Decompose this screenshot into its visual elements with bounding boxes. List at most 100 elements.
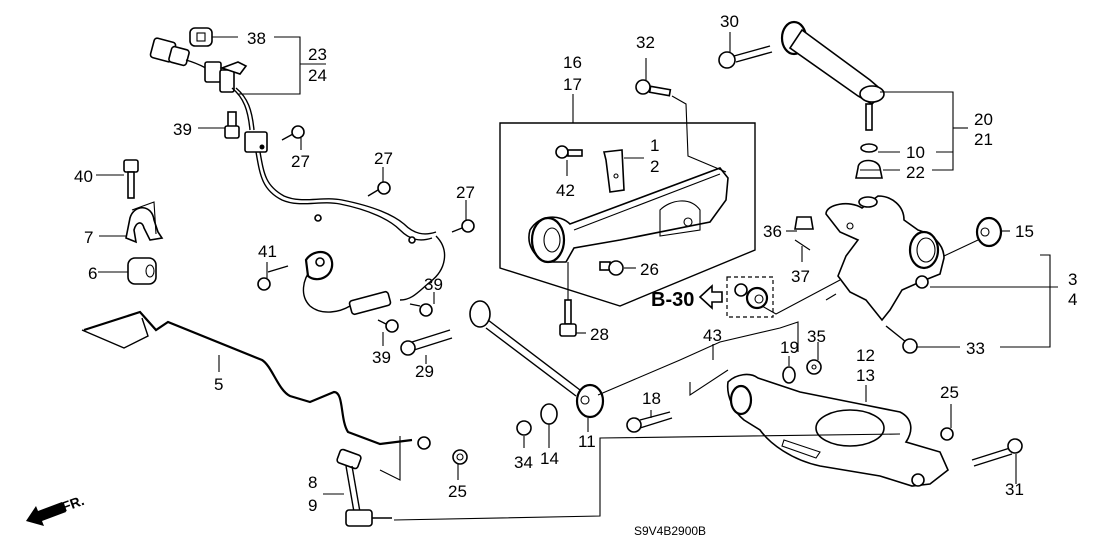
bolt-27-upper[interactable] — [281, 125, 305, 141]
bolt-31[interactable] — [971, 438, 1023, 467]
callouts: 38 23 24 39 27 27 27 40 7 6 41 39 39 29 … — [74, 12, 1077, 515]
callout-39[interactable]: 39 — [372, 348, 391, 367]
callout-41[interactable]: 41 — [258, 242, 277, 261]
boot-22[interactable] — [855, 159, 883, 179]
bolt-39-right[interactable] — [409, 303, 433, 317]
bolt-32[interactable] — [635, 79, 727, 173]
callout-29[interactable]: 29 — [415, 362, 434, 381]
callout-14[interactable]: 14 — [540, 449, 559, 468]
b30-reference[interactable]: B-30 — [651, 276, 841, 318]
bolt-39-lower[interactable] — [377, 319, 399, 333]
washer-14[interactable] — [540, 403, 558, 425]
nut-34[interactable] — [516, 420, 532, 436]
lower-arm[interactable] — [726, 373, 949, 487]
reference-label: B-30 — [651, 289, 694, 311]
bracket-1-2[interactable] — [603, 149, 625, 193]
nut-25-left[interactable] — [452, 449, 468, 465]
callout-4[interactable]: 4 — [1068, 290, 1077, 309]
callout-35[interactable]: 35 — [807, 327, 826, 346]
callout-3[interactable]: 3 — [1068, 270, 1077, 289]
callout-37[interactable]: 37 — [791, 267, 810, 286]
bolt-27-right[interactable] — [451, 219, 475, 233]
stabilizer-bar[interactable] — [81, 310, 431, 450]
callout-9[interactable]: 9 — [308, 496, 317, 515]
front-arrow-icon — [26, 502, 66, 526]
callout-27[interactable]: 27 — [456, 183, 475, 202]
bolt-29[interactable] — [400, 329, 453, 356]
callout-15[interactable]: 15 — [1015, 222, 1034, 241]
callout-10[interactable]: 10 — [906, 143, 925, 162]
bolt-42[interactable] — [555, 145, 583, 159]
plug-38[interactable] — [189, 27, 213, 47]
callout-17[interactable]: 17 — [563, 75, 582, 94]
callout-5[interactable]: 5 — [214, 375, 223, 394]
bolt-40[interactable] — [123, 159, 139, 199]
callout-25[interactable]: 25 — [940, 383, 959, 402]
trailing-arm[interactable] — [528, 167, 729, 264]
stabilizer-link[interactable] — [336, 448, 392, 527]
callout-13[interactable]: 13 — [856, 366, 875, 385]
callout-24[interactable]: 24 — [308, 66, 327, 85]
knuckle[interactable] — [825, 195, 945, 322]
bolt-26[interactable] — [599, 260, 624, 276]
bolt-18[interactable] — [626, 411, 673, 433]
bushing-6[interactable] — [127, 257, 157, 285]
front-label: FR. — [60, 492, 87, 515]
bolt-33[interactable] — [885, 325, 918, 354]
washer-19[interactable] — [782, 366, 796, 384]
trailing-arm-group-outline — [499, 122, 756, 307]
callout-39[interactable]: 39 — [424, 275, 443, 294]
diagram-code: S9V4B2900B — [634, 524, 706, 538]
callout-43[interactable]: 43 — [703, 326, 722, 345]
callout-28[interactable]: 28 — [590, 325, 609, 344]
callout-1[interactable]: 1 — [650, 136, 659, 155]
reference-arrow-icon — [698, 284, 723, 310]
callout-38[interactable]: 38 — [247, 29, 266, 48]
bracket-7[interactable] — [125, 201, 164, 244]
bolt-41[interactable] — [257, 265, 289, 291]
lateral-link[interactable] — [469, 300, 605, 419]
leader-lines — [96, 32, 1058, 521]
nut-35[interactable] — [806, 359, 822, 375]
nut-25-right[interactable] — [940, 427, 954, 441]
callout-11[interactable]: 11 — [578, 432, 596, 451]
callout-33[interactable]: 33 — [966, 339, 985, 358]
abs-sensor-harness[interactable] — [149, 37, 446, 316]
callout-7[interactable]: 7 — [84, 228, 93, 247]
callout-34[interactable]: 34 — [514, 453, 533, 472]
callout-22[interactable]: 22 — [906, 163, 925, 182]
callout-42[interactable]: 42 — [556, 181, 575, 200]
callout-27[interactable]: 27 — [291, 152, 310, 171]
cotter-pin-37[interactable] — [794, 239, 811, 251]
callout-36[interactable]: 36 — [763, 222, 782, 241]
bolt-30[interactable] — [718, 45, 773, 69]
bolt-28[interactable] — [559, 262, 577, 337]
callout-27[interactable]: 27 — [374, 149, 393, 168]
callout-12[interactable]: 12 — [856, 346, 875, 365]
callout-30[interactable]: 30 — [720, 12, 739, 31]
bolt-39-upper[interactable] — [224, 111, 240, 139]
washer-10[interactable] — [860, 143, 878, 153]
callout-21[interactable]: 21 — [974, 130, 993, 149]
bushing-15[interactable] — [943, 216, 1003, 257]
callout-16[interactable]: 16 — [563, 53, 582, 72]
callout-31[interactable]: 31 — [1005, 480, 1024, 499]
callout-19[interactable]: 19 — [780, 338, 799, 357]
upper-arm[interactable] — [780, 20, 886, 131]
bushing-inset — [726, 276, 774, 318]
callout-32[interactable]: 32 — [636, 33, 655, 52]
bolt-27-mid[interactable] — [367, 181, 391, 197]
callout-8[interactable]: 8 — [308, 473, 317, 492]
callout-6[interactable]: 6 — [88, 264, 97, 283]
nut-36[interactable] — [794, 216, 814, 230]
callout-25[interactable]: 25 — [448, 482, 467, 501]
callout-40[interactable]: 40 — [74, 167, 93, 186]
callout-2[interactable]: 2 — [650, 157, 659, 176]
callout-20[interactable]: 20 — [974, 110, 993, 129]
callout-39[interactable]: 39 — [173, 120, 192, 139]
callout-26[interactable]: 26 — [640, 260, 659, 279]
callout-23[interactable]: 23 — [308, 45, 327, 64]
callout-18[interactable]: 18 — [642, 389, 661, 408]
